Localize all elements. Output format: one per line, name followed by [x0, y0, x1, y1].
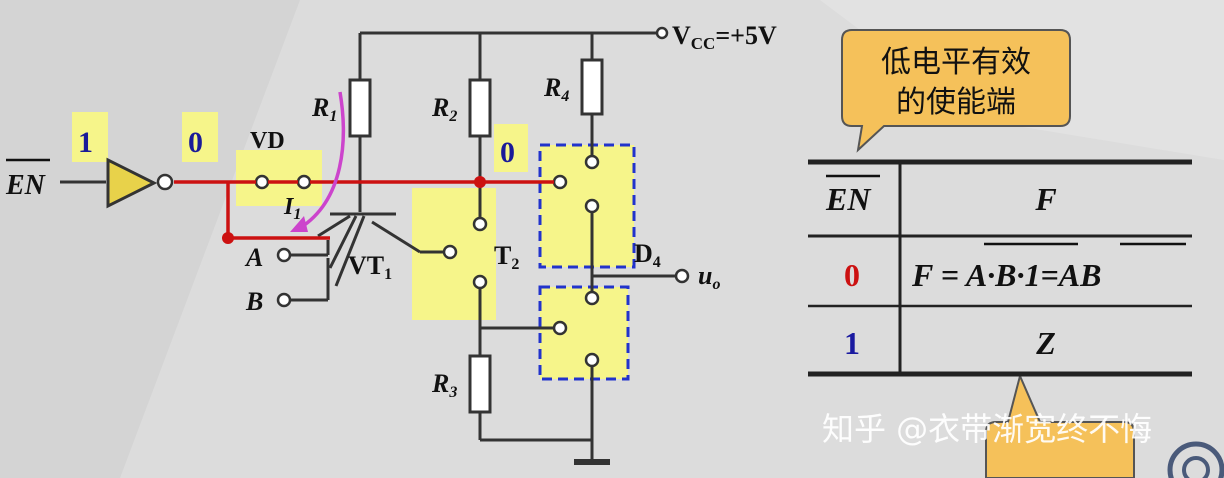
arrow-head [290, 216, 308, 232]
wiring [60, 114, 676, 462]
t2-label: T2 [494, 241, 519, 273]
vd-label: VD [250, 128, 285, 154]
active-path [174, 180, 554, 240]
inverter-output-value: 0 [188, 126, 203, 159]
callout-bubble-bottom [985, 372, 1135, 478]
r4-label: R4 [543, 73, 569, 105]
resistor-r2 [468, 78, 492, 138]
output-label: uo [698, 261, 720, 293]
en-label: EN [5, 170, 47, 201]
current-arrow [299, 91, 346, 230]
table-header-en: EN [825, 181, 872, 217]
resistor-r1 [348, 78, 372, 138]
r2-label: R2 [431, 93, 457, 125]
vcc-label: VCC=+5V [672, 21, 777, 53]
logo-fragment [1167, 441, 1224, 478]
vt1-label: VT1 [348, 251, 392, 283]
switch-contacts [254, 154, 690, 368]
junction-dot [222, 232, 234, 244]
callout-line2: 的使能端 [896, 85, 1016, 120]
inverter-gate [106, 157, 158, 209]
dashed-box-upper [538, 143, 636, 269]
i1-label: I1 [283, 194, 301, 223]
input-b-label: B [245, 287, 263, 316]
highlight-en-value [72, 112, 108, 162]
row0-en: 0 [844, 257, 860, 293]
watermark: 知乎 @衣带渐宽终不悔 [822, 410, 1152, 448]
truth-table: EN F 0 F = A·B·1=AB 1 Z [808, 159, 1192, 377]
input-a-label: A [244, 243, 263, 272]
resistor-r4 [580, 58, 604, 116]
highlight-inv-out-value [182, 112, 218, 162]
r3-label: R3 [431, 369, 457, 401]
highlight-node-value [494, 124, 528, 172]
row1-f: Z [1035, 325, 1056, 361]
r1-label: R1 [311, 93, 337, 125]
callout-bubble [841, 29, 1071, 153]
en-input-value: 1 [78, 126, 93, 159]
vcc-terminal [655, 26, 669, 40]
junction-dot [474, 176, 486, 188]
resistor-r3 [468, 354, 492, 414]
table-header-f: F [1034, 181, 1056, 217]
callout-line1: 低电平有效 [881, 45, 1031, 80]
inverter-bubble [156, 173, 174, 191]
row1-en: 1 [844, 325, 860, 361]
d4-label: D4 [634, 239, 661, 271]
row0-f: F = A·B·1=AB [911, 257, 1101, 293]
dashed-box-lower [538, 285, 630, 381]
highlight-d4-lower [540, 287, 628, 379]
vcc-rail [358, 31, 658, 80]
node-value: 0 [500, 136, 515, 169]
